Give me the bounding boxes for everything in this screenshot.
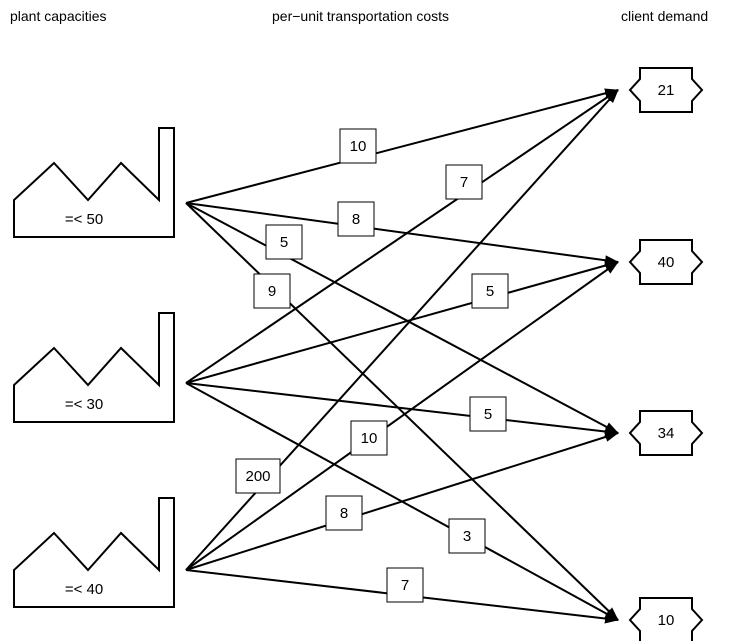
edge-plant3-client3 — [185, 432, 619, 571]
factory-icon — [13, 497, 175, 608]
cost-value: 8 — [340, 505, 348, 522]
header-plant-capacities: plant capacities — [10, 8, 107, 24]
edge-plant1-client2 — [185, 202, 619, 266]
edge-plant2-client3 — [185, 382, 619, 437]
cost-box-plant1-client4: 9 — [253, 273, 291, 309]
edge-plant1-client1 — [185, 88, 619, 204]
factory-icon — [13, 312, 175, 423]
edge-plant2-client1 — [185, 89, 619, 384]
cost-box-plant3-client4: 7 — [386, 567, 424, 603]
cost-box-frame — [469, 396, 507, 432]
cost-value: 200 — [245, 468, 270, 485]
plant-capacity-label: =< 40 — [65, 581, 103, 598]
header-client-demand: client demand — [621, 8, 708, 24]
cost-box-frame — [339, 128, 377, 164]
client-2: 40 — [628, 239, 704, 285]
edge-plant2-client2 — [185, 260, 619, 384]
cost-value: 7 — [460, 174, 468, 191]
cost-box-plant2-client3: 5 — [469, 396, 507, 432]
factory-icon — [13, 127, 175, 238]
client-demand-label: 34 — [658, 425, 675, 442]
client-3: 34 — [628, 410, 704, 456]
house-icon — [628, 239, 704, 285]
cost-value: 5 — [484, 406, 492, 423]
cost-labels-layer: 10 8 5 9 7 5 5 3 200 10 8 7 — [235, 128, 509, 603]
cost-box-frame — [265, 224, 303, 260]
cost-box-plant2-client1: 7 — [445, 164, 483, 200]
edge-plant3-client2 — [185, 261, 619, 571]
cost-value: 10 — [350, 138, 367, 155]
cost-box-frame — [471, 273, 509, 309]
cost-value: 8 — [352, 211, 360, 228]
house-icon — [628, 410, 704, 456]
cost-box-frame — [448, 518, 486, 554]
cost-value: 3 — [463, 528, 471, 545]
header-transportation-costs: per−unit transportation costs — [272, 8, 449, 24]
plant-1: =< 50 — [13, 127, 175, 238]
cost-value: 5 — [280, 234, 288, 251]
plant-capacity-label: =< 50 — [65, 211, 103, 228]
client-demand-label: 10 — [658, 612, 675, 629]
cost-box-plant3-client3: 8 — [325, 495, 363, 531]
cost-value: 7 — [401, 577, 409, 594]
cost-box-frame — [445, 164, 483, 200]
cost-box-frame — [325, 495, 363, 531]
house-icon — [628, 67, 704, 113]
cost-box-frame — [253, 273, 291, 309]
cost-box-plant1-client2: 8 — [337, 201, 375, 237]
cost-box-frame — [337, 201, 375, 237]
cost-box-plant3-client2: 10 — [350, 420, 388, 456]
cost-box-plant2-client4: 3 — [448, 518, 486, 554]
plant-3: =< 40 — [13, 497, 175, 608]
edges-layer — [185, 88, 619, 624]
client-demand-label: 21 — [658, 82, 675, 99]
client-demand-label: 40 — [658, 254, 675, 271]
cost-box-plant3-client1: 200 — [235, 458, 281, 494]
plant-2: =< 30 — [13, 312, 175, 423]
cost-box-plant1-client3: 5 — [265, 224, 303, 260]
cost-box-plant2-client2: 5 — [471, 273, 509, 309]
client-4: 10 — [628, 597, 704, 641]
cost-box-frame — [235, 458, 281, 494]
cost-value: 9 — [268, 283, 276, 300]
cost-value: 5 — [486, 283, 494, 300]
client-1: 21 — [628, 67, 704, 113]
cost-value: 10 — [361, 430, 378, 447]
edge-plant1-client4 — [185, 202, 619, 621]
edge-plant1-client3 — [185, 202, 619, 434]
cost-box-frame — [350, 420, 388, 456]
cost-box-frame — [386, 567, 424, 603]
plant-capacity-label: =< 30 — [65, 396, 103, 413]
cost-box-plant1-client1: 10 — [339, 128, 377, 164]
house-icon — [628, 597, 704, 641]
edge-plant3-client1 — [185, 89, 619, 571]
plants-layer: =< 50 =< 30 =< 40 — [13, 127, 175, 608]
clients-layer: 21 40 34 10 — [628, 67, 704, 641]
